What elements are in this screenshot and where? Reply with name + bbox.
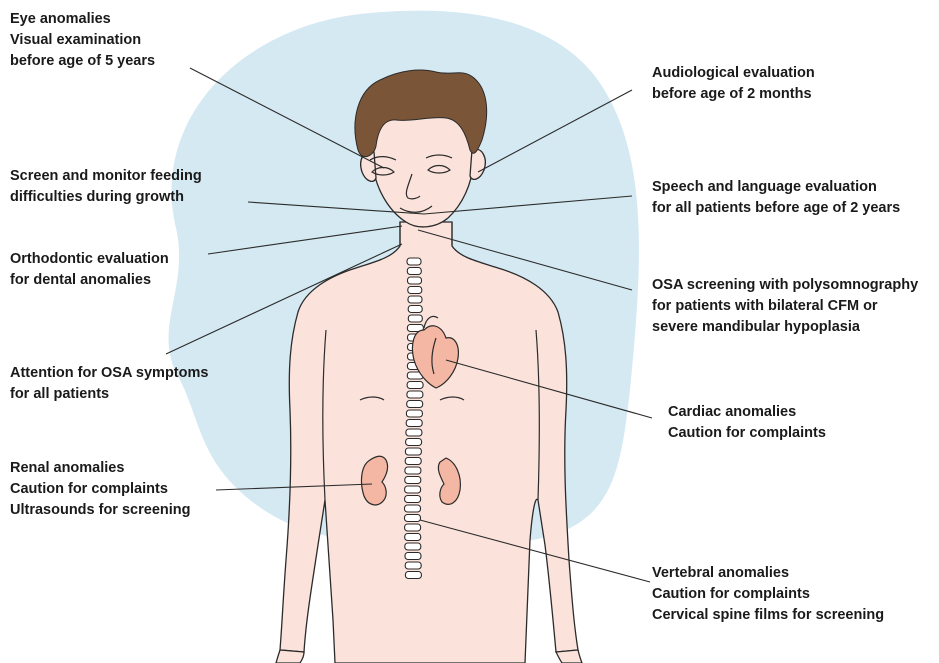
label-line: difficulties during growth xyxy=(10,187,202,208)
vertebra xyxy=(406,439,422,446)
label-line: before age of 5 years xyxy=(10,51,155,72)
label-line: Attention for OSA symptoms xyxy=(10,363,208,384)
label-line: Cardiac anomalies xyxy=(668,402,826,423)
vertebra xyxy=(405,572,421,579)
label-eye-anomalies: Eye anomalies Visual examination before … xyxy=(10,9,155,72)
vertebra xyxy=(406,429,422,436)
vertebra xyxy=(407,258,421,265)
vertebra xyxy=(405,515,421,522)
label-orthodontic: Orthodontic evaluation for dental anomal… xyxy=(10,249,169,291)
vertebra xyxy=(405,496,421,503)
label-renal: Renal anomalies Caution for complaints U… xyxy=(10,458,190,521)
label-line: Caution for complaints xyxy=(10,479,190,500)
vertebra xyxy=(406,420,422,427)
label-line: Renal anomalies xyxy=(10,458,190,479)
label-line: before age of 2 months xyxy=(652,84,815,105)
label-osa-symptoms: Attention for OSA symptoms for all patie… xyxy=(10,363,208,405)
label-line: Eye anomalies xyxy=(10,9,155,30)
vertebra xyxy=(405,486,421,493)
label-line: Caution for complaints xyxy=(652,584,884,605)
label-line: Audiological evaluation xyxy=(652,63,815,84)
label-line: Vertebral anomalies xyxy=(652,563,884,584)
label-audiological: Audiological evaluation before age of 2 … xyxy=(652,63,815,105)
vertebra xyxy=(405,562,421,569)
vertebra xyxy=(405,505,421,512)
vertebra xyxy=(407,391,423,398)
vertebra xyxy=(408,287,422,294)
vertebra xyxy=(405,448,421,455)
label-speech-language: Speech and language evaluation for all p… xyxy=(652,177,900,219)
label-line: for patients with bilateral CFM or xyxy=(652,296,918,317)
label-osa-screening: OSA screening with polysomnography for p… xyxy=(652,275,918,338)
vertebra xyxy=(405,467,421,474)
label-vertebral: Vertebral anomalies Caution for complain… xyxy=(652,563,884,626)
label-line: severe mandibular hypoplasia xyxy=(652,317,918,338)
vertebra xyxy=(408,296,422,303)
label-feeding-difficulties: Screen and monitor feeding difficulties … xyxy=(10,166,202,208)
vertebra xyxy=(405,524,421,531)
vertebra xyxy=(407,382,423,389)
vertebra xyxy=(407,268,421,275)
label-line: Visual examination xyxy=(10,30,155,51)
label-line: OSA screening with polysomnography xyxy=(652,275,918,296)
label-line: Caution for complaints xyxy=(668,423,826,444)
vertebra xyxy=(408,277,422,284)
label-line: Cervical spine films for screening xyxy=(652,605,884,626)
label-line: for dental anomalies xyxy=(10,270,169,291)
label-line: Screen and monitor feeding xyxy=(10,166,202,187)
vertebra xyxy=(407,401,423,408)
label-line: for all patients xyxy=(10,384,208,405)
vertebra xyxy=(405,543,421,550)
vertebra xyxy=(405,553,421,560)
label-line: Speech and language evaluation xyxy=(652,177,900,198)
right-hand xyxy=(556,650,582,663)
vertebra xyxy=(405,458,421,465)
vertebra xyxy=(406,410,422,417)
label-line: Orthodontic evaluation xyxy=(10,249,169,270)
vertebra xyxy=(405,477,421,484)
vertebra xyxy=(408,306,422,313)
torso xyxy=(280,222,578,663)
left-hand xyxy=(276,650,304,663)
label-cardiac: Cardiac anomalies Caution for complaints xyxy=(668,402,826,444)
label-line: for all patients before age of 2 years xyxy=(652,198,900,219)
label-line: Ultrasounds for screening xyxy=(10,500,190,521)
vertebra xyxy=(405,534,421,541)
vertebra xyxy=(408,315,422,322)
